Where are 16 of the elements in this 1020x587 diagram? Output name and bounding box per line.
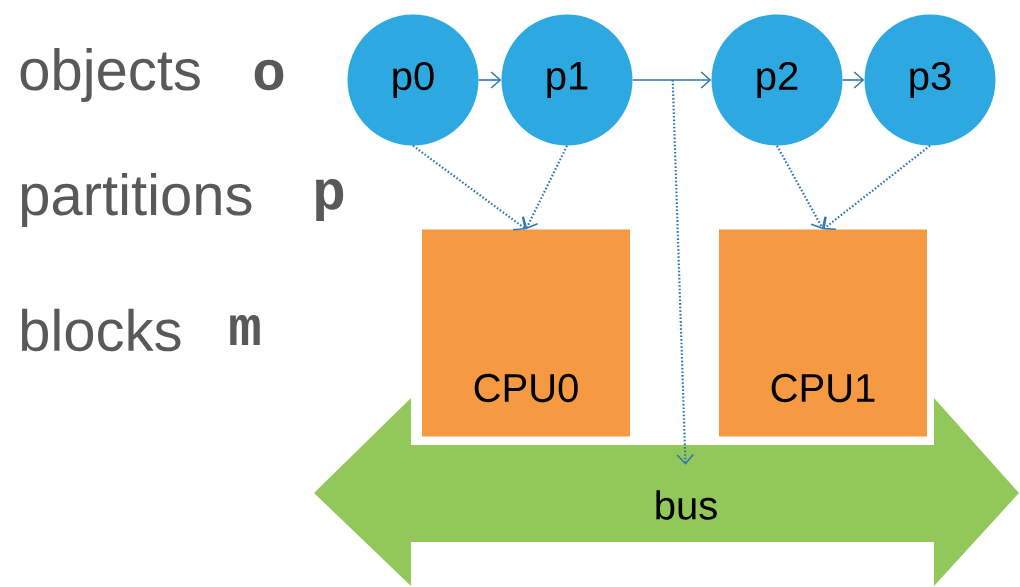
- axis-label: objects: [20, 47, 200, 103]
- axis-label: blocks: [21, 308, 181, 352]
- arrow: [823, 144, 931, 231]
- axis-label: o: [254, 59, 284, 91]
- cpu-box: CPU1: [719, 229, 927, 437]
- arrow: [631, 71, 712, 89]
- arrow: [776, 145, 826, 230]
- axis-label: p: [316, 179, 344, 221]
- arrow: [477, 71, 502, 89]
- cpu-box: CPU0: [422, 229, 630, 437]
- arrow: [522, 145, 568, 230]
- axis-label: m: [230, 314, 260, 346]
- axis-label: partitions: [21, 172, 252, 228]
- arrow: [841, 71, 865, 89]
- arrow: [412, 144, 526, 231]
- arrow: [671, 79, 694, 465]
